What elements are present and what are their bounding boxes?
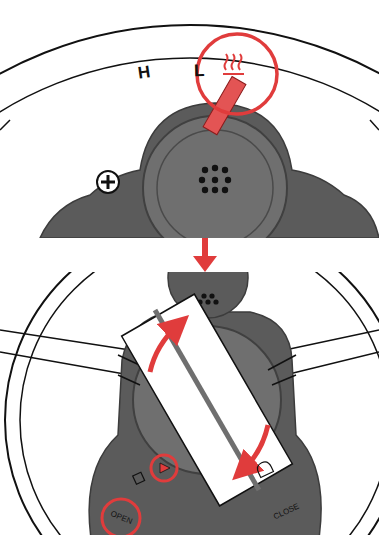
- heat-mark: L: [194, 61, 205, 78]
- heat-mark: H: [137, 63, 152, 82]
